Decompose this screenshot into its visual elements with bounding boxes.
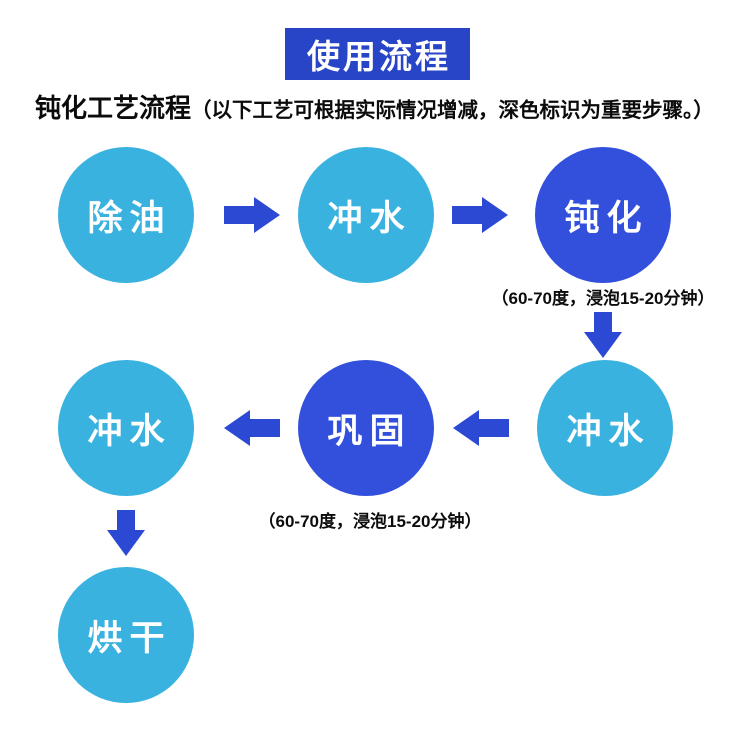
arrow-right-icon: [452, 197, 508, 233]
arrow-left-icon: [224, 410, 280, 446]
subtitle: 钝化工艺流程 （以下工艺可根据实际情况增减，深色标识为重要步骤。）: [35, 88, 745, 125]
arrow-down-icon: [107, 510, 145, 556]
title-banner: 使用流程: [285, 28, 470, 80]
arrow-left-icon: [453, 410, 509, 446]
flow-step-degrease: 除油: [58, 147, 194, 283]
subtitle-heading: 钝化工艺流程: [35, 93, 192, 123]
passivate-step-note: （60-70度，浸泡15-20分钟）: [491, 289, 715, 308]
consolidate-step-note: （60-70度，浸泡15-20分钟）: [258, 512, 482, 531]
arrow-down-icon: [584, 312, 622, 358]
arrow-right-icon: [224, 197, 280, 233]
flow-step-rinse-2: 冲水: [537, 360, 673, 496]
flow-step-passivate: 钝化: [535, 147, 671, 283]
flow-step-rinse-3: 冲水: [58, 360, 194, 496]
flow-step-dry: 烘干: [58, 567, 194, 703]
subtitle-note: （以下工艺可根据实际情况增减，深色标识为重要步骤。）: [191, 99, 714, 122]
flow-step-consolidate: 巩固: [298, 360, 434, 496]
flow-step-rinse-1: 冲水: [298, 147, 434, 283]
